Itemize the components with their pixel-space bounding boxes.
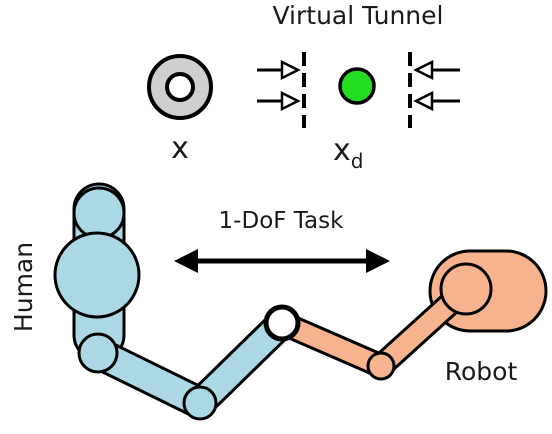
robot-label: Robot: [445, 357, 518, 386]
task-label: 1-DoF Task: [219, 208, 345, 234]
human-label: Human: [9, 242, 38, 332]
shared-end-effector: [263, 304, 301, 342]
human-arm: [53, 182, 298, 421]
task-direction-arrow: [174, 249, 390, 273]
desired-position-marker: [338, 67, 376, 105]
desired-position-label: xd: [333, 133, 363, 173]
tunnel-arrows-left: [257, 59, 301, 112]
diagram-title: Virtual Tunnel: [273, 1, 444, 30]
robot-arm: [269, 249, 548, 381]
tunnel-arrows-right: [413, 59, 460, 112]
position-marker-x: [147, 54, 213, 120]
position-label-x: x: [171, 131, 189, 166]
